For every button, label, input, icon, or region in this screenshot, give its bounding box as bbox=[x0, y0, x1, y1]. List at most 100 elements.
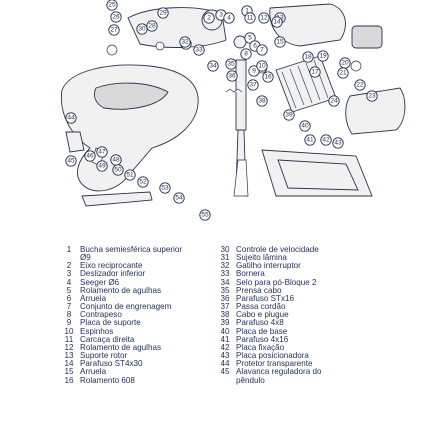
callout-12: 12 bbox=[258, 12, 270, 24]
callout-10: 10 bbox=[256, 60, 268, 72]
callout-circle bbox=[146, 20, 158, 32]
callout-5: 5 bbox=[244, 32, 256, 44]
legend-label: Alavanca reguladora do bbox=[236, 367, 322, 377]
callout-number: 35 bbox=[227, 61, 235, 68]
callout-41: 41 bbox=[304, 134, 316, 146]
legend-number: 44 bbox=[220, 359, 230, 369]
callout-52: 52 bbox=[137, 176, 149, 188]
legend-label: Selo para pó-Bloque 2 bbox=[236, 277, 317, 287]
callout-16: 16 bbox=[262, 71, 274, 83]
legend-number: 31 bbox=[220, 253, 230, 263]
callout-circle bbox=[332, 137, 344, 149]
callout-number: 2 bbox=[207, 15, 211, 22]
screw-part bbox=[106, 44, 118, 56]
callout-circle bbox=[262, 71, 274, 83]
callout-circle bbox=[302, 51, 314, 63]
callout-number: 26 bbox=[112, 14, 120, 21]
callout-number: 33 bbox=[195, 47, 203, 54]
callout-number: 37 bbox=[249, 82, 257, 89]
legend-label: Conjunto de engrenagem bbox=[80, 302, 172, 312]
legend-label: Cabo e plugue bbox=[236, 310, 289, 320]
callout-17: 17 bbox=[309, 66, 321, 78]
callout-number: 29 bbox=[159, 10, 167, 17]
callout-number: 48 bbox=[112, 157, 120, 164]
callout-number: 30 bbox=[138, 26, 146, 33]
legend-number: 7 bbox=[66, 302, 72, 312]
callout-4: 4 bbox=[223, 12, 235, 24]
legend-number: 6 bbox=[66, 293, 72, 303]
bearing-part bbox=[350, 60, 362, 72]
callout-circle bbox=[203, 12, 215, 24]
callout-50: 50 bbox=[112, 164, 124, 176]
callout-8: 8 bbox=[240, 48, 252, 60]
legend-number: 39 bbox=[220, 318, 230, 328]
callout-number: 23 bbox=[368, 93, 376, 100]
stator-part bbox=[345, 87, 406, 135]
callout-21: 21 bbox=[337, 67, 349, 79]
callout-36: 36 bbox=[226, 70, 238, 82]
callout-34: 34 bbox=[207, 60, 219, 72]
callout-circle bbox=[248, 65, 260, 77]
callout-46: 46 bbox=[84, 150, 96, 162]
legend-label-continuation: Ø9 bbox=[80, 253, 91, 263]
legend-number: 32 bbox=[220, 261, 230, 271]
callout-47: 47 bbox=[96, 146, 108, 158]
callout-29: 29 bbox=[157, 7, 169, 19]
legend-number: 5 bbox=[66, 285, 72, 295]
callout-49: 49 bbox=[96, 160, 108, 172]
callout-number: 16 bbox=[264, 74, 272, 81]
legend-label: Carcaça direita bbox=[80, 334, 135, 344]
callout-number: 3 bbox=[219, 12, 223, 19]
callout-circle bbox=[244, 12, 256, 24]
callout-number: 18 bbox=[304, 54, 312, 61]
callout-circle bbox=[240, 48, 252, 60]
lever-part bbox=[81, 191, 153, 207]
callout-number: 27 bbox=[110, 27, 118, 34]
legend-number: 12 bbox=[64, 342, 74, 352]
callout-circle bbox=[258, 12, 270, 24]
armature-part bbox=[275, 55, 337, 113]
callout-number: 7 bbox=[260, 47, 264, 54]
callout-25: 25 bbox=[106, 0, 118, 11]
callout-circle bbox=[159, 182, 171, 194]
callout-30: 30 bbox=[136, 23, 148, 35]
legend-label: Parafuso STx16 bbox=[236, 293, 295, 303]
legend-number: 1 bbox=[66, 246, 72, 254]
exploded-parts-diagram: 1234567891011121314151617181920212223242… bbox=[60, 0, 406, 221]
legend-label: Placa fixação bbox=[236, 342, 285, 352]
callout-circle bbox=[84, 150, 96, 162]
callout-number: 45 bbox=[67, 158, 75, 165]
callout-7: 7 bbox=[256, 44, 268, 56]
callout-55: 55 bbox=[199, 209, 211, 221]
callout-circle bbox=[157, 7, 169, 19]
legend-number: 16 bbox=[64, 375, 74, 385]
legend-number: 43 bbox=[220, 351, 230, 361]
callout-number: 55 bbox=[201, 212, 209, 219]
callout-circle bbox=[225, 58, 237, 70]
brush-holder-part bbox=[351, 25, 383, 49]
callout-42: 42 bbox=[320, 134, 332, 146]
legend-number: 10 bbox=[64, 326, 74, 336]
callout-circle bbox=[328, 95, 340, 107]
callout-circle bbox=[136, 23, 148, 35]
legend-label: Contrapeso bbox=[80, 310, 122, 320]
legend-number: 11 bbox=[64, 334, 74, 344]
callout-2: 2 bbox=[203, 12, 215, 24]
callout-35: 35 bbox=[225, 58, 237, 70]
callout-circle bbox=[256, 60, 268, 72]
callout-number: 54 bbox=[175, 195, 183, 202]
callout-number: 28 bbox=[148, 23, 156, 30]
